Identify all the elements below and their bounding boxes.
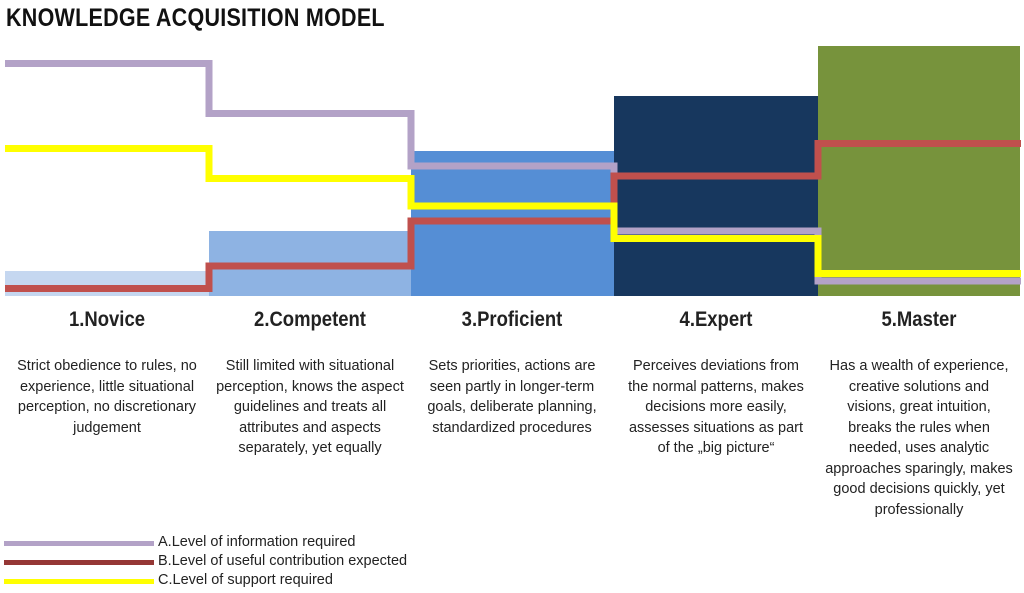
stage-description-5: Has a wealth of experience, creative sol… [825,358,1013,518]
stage-chart [5,46,1021,296]
legend-label-support: C.Level of support required [158,572,333,588]
legend-swatch-contribution [4,560,154,565]
stage-description-3: Sets priorities, actions are seen partly… [427,358,597,436]
stage-bar-1 [5,271,209,296]
stage-name-3: 3.Proficient [461,308,563,331]
stage-description-2: Still limited with situational perceptio… [216,358,404,456]
stage-bar-5 [818,46,1020,296]
legend-label-contribution: B.Level of useful contribution expected [158,553,408,569]
legend-label-information: A.Level of information required [158,534,356,550]
stage-name-4: 4.Expert [679,308,753,331]
stage-description-1: Strict obedience to rules, no experience… [17,358,197,436]
page-title: KNOWLEDGE ACQUISITION MODEL [6,4,385,32]
contribution-line [5,140,1021,292]
stage-name-1: 1.Novice [68,308,146,331]
stage-description-4: Perceives deviations from the normal pat… [628,358,804,456]
stage-name-2: 2.Competent [254,308,366,331]
legend-swatch-support [4,579,154,584]
legend-swatch-information [4,541,154,546]
stage-name-5: 5.Master [881,308,957,331]
stage-bar-4 [614,96,818,296]
support-line [5,145,1021,277]
